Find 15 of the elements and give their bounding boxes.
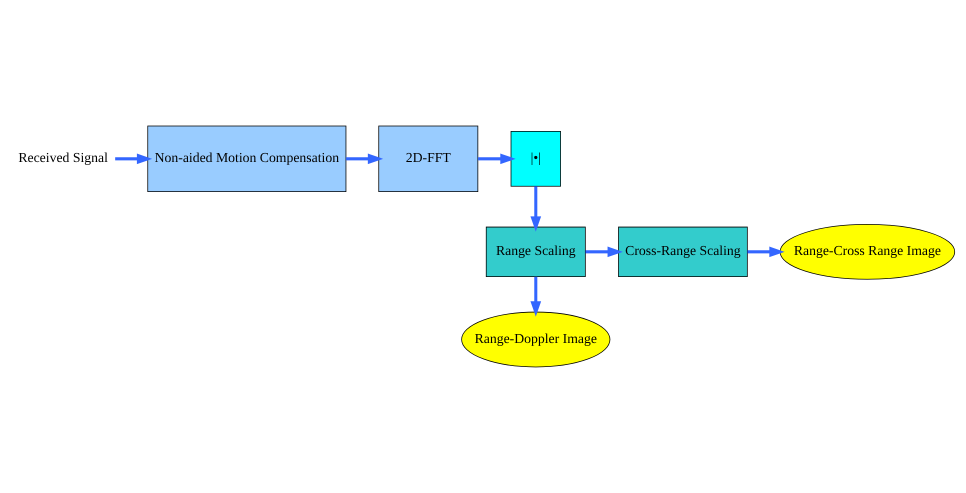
node-box: Range Scaling: [486, 226, 586, 277]
node-box: 2D-FFT: [378, 126, 478, 192]
arrow: [346, 153, 384, 164]
node-box: Cross-Range Scaling: [618, 226, 748, 277]
arrow: [530, 186, 542, 232]
arrow: [115, 153, 152, 164]
node-text: Received Signal: [18, 150, 108, 166]
node-box: |•|: [510, 131, 561, 187]
arrow: [478, 153, 516, 164]
node-ellipse: Range-Doppler Image: [461, 312, 610, 368]
arrow: [747, 246, 785, 258]
arrow: [586, 246, 623, 258]
arrow: [530, 276, 542, 317]
node-box: Non-aided Motion Compensation: [147, 126, 346, 192]
node-ellipse: Range-Cross Range Image: [780, 224, 956, 280]
